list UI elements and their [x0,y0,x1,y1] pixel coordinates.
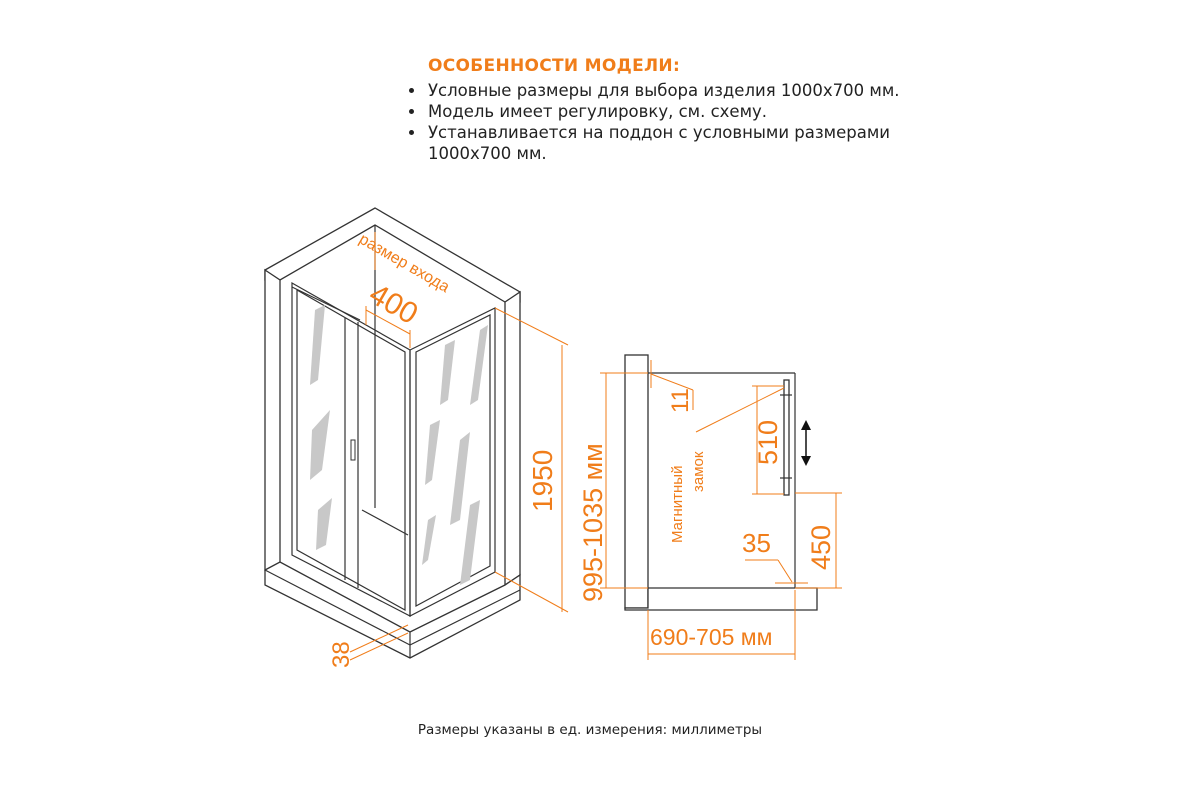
entry-width-value: 400 [364,277,424,331]
door-handle [350,439,356,461]
model-features: ОСОБЕННОСТИ МОДЕЛИ: Условные размеры для… [400,56,960,164]
height-value: 1950 [527,450,558,512]
profile-value: 38 [328,641,355,668]
iso-shower-drawing [264,207,521,659]
door-sash [783,379,790,496]
units-note: Размеры указаны в ед. измерения: миллиме… [417,722,763,738]
side-dimensions: 995-1035 мм 11 Магнитный замок 510 450 3… [578,360,842,660]
side-wall [624,354,649,609]
profile-side-value: 35 [742,528,771,558]
features-list: Условные размеры для выбора изделия 1000… [400,80,960,164]
side-view-drawing [624,354,818,611]
shower-tray [264,561,521,659]
bottom-offset-value: 450 [806,525,836,570]
magnet-label-2: замок [690,451,707,492]
side-height-value: 995-1035 мм [578,443,608,602]
door-height-value: 510 [753,420,783,465]
top-gap-value: 11 [667,388,694,413]
feature-item: Модель имеет регулировку, см. схему. [426,101,960,122]
glass-reflections [310,305,488,585]
magnet-label: Магнитный [669,466,686,543]
feature-item: Условные размеры для выбора изделия 1000… [426,80,960,101]
feature-item: Устанавливается на поддон с условными ра… [426,122,960,164]
side-tray [624,587,818,611]
iso-dimensions: размер входа 400 1950 38 [328,231,569,668]
entry-dimension-line [365,309,411,335]
left-wall [264,268,281,571]
right-wall [504,290,521,587]
width-value: 690-705 мм [650,624,772,650]
adjust-arrow-icon [801,420,811,466]
features-title: ОСОБЕННОСТИ МОДЕЛИ: [428,56,681,76]
